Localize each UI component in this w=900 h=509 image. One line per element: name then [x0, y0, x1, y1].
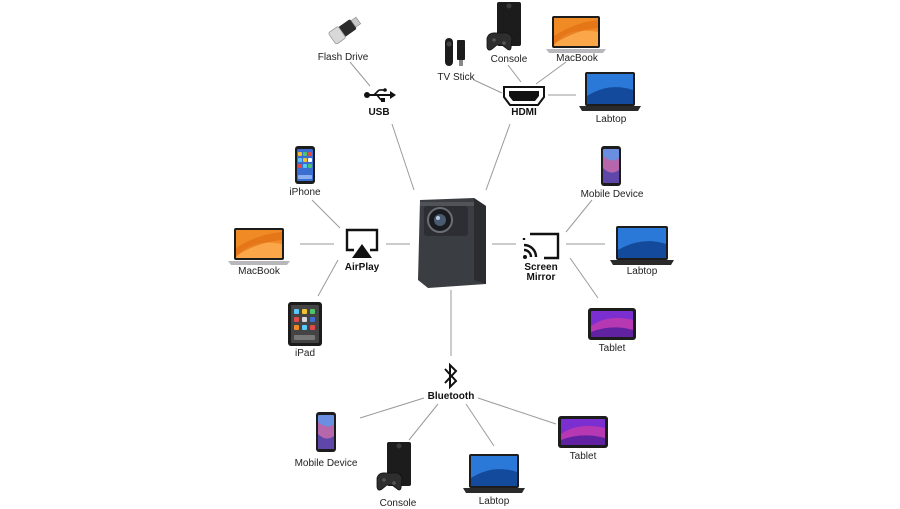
laptop-icon: [463, 454, 525, 494]
line-mirror-tablet: [569, 257, 599, 299]
line-mirror-mobile: [565, 199, 593, 233]
mobile-device-icon: [316, 412, 336, 452]
line-bt-laptop: [465, 403, 495, 447]
device-label: iPad: [294, 348, 316, 359]
ipad-icon: [286, 302, 324, 346]
bluetooth-label: Bluetooth: [427, 391, 475, 402]
device-label: Console: [490, 54, 528, 65]
device-label: Tablet: [598, 343, 626, 354]
device-label: Mobile Device: [580, 189, 644, 200]
tv-stick-icon: [442, 36, 468, 70]
device-label: Labtop: [626, 266, 658, 277]
line-airplay-ipad: [317, 259, 339, 297]
line-usb-flash: [349, 61, 371, 87]
line-bt-tablet: [477, 397, 557, 425]
laptop-icon: [579, 72, 641, 112]
device-label: Console: [379, 498, 417, 509]
macbook-icon: [546, 16, 606, 54]
hdmi-icon: [503, 86, 545, 106]
mobile-device-icon: [601, 146, 621, 186]
flash-drive-icon: [326, 14, 364, 48]
hdmi-label: HDMI: [511, 107, 537, 118]
airplay-icon: [344, 228, 380, 260]
device-label: Labtop: [478, 496, 510, 507]
airplay-label: AirPlay: [344, 262, 380, 273]
line-bt-console: [408, 403, 439, 441]
tablet-icon: [588, 308, 636, 340]
device-label: MacBook: [556, 53, 598, 64]
line-airplay-iphone: [311, 199, 341, 229]
device-label: MacBook: [238, 266, 280, 277]
device-label: Labtop: [595, 114, 627, 125]
tablet-icon: [558, 416, 608, 448]
line-hdmi-tvstick: [473, 79, 503, 94]
screen-mirror-label: Screen Mirror: [524, 263, 557, 283]
line-usb-projector: [391, 123, 415, 191]
device-label: TV Stick: [437, 72, 475, 83]
screen-mirror-label-line1: Screen: [524, 262, 558, 273]
device-label: Tablet: [569, 451, 597, 462]
line-bt-mobile: [359, 397, 425, 419]
usb-label: USB: [368, 107, 390, 118]
screen-mirror-icon: [522, 232, 560, 260]
device-label: iPhone: [289, 187, 321, 198]
console-icon: [485, 2, 527, 54]
line-hdmi-macbook: [535, 61, 567, 85]
device-label: Mobile Device: [294, 458, 358, 469]
usb-icon: [364, 88, 396, 102]
device-label: Flash Drive: [317, 52, 369, 63]
projector: [414, 196, 492, 290]
laptop-icon: [610, 226, 674, 266]
screen-mirror-label-line2: Mirror: [526, 272, 556, 283]
console-icon: [375, 442, 417, 494]
line-hdmi-projector: [485, 123, 511, 191]
bluetooth-icon: [442, 362, 460, 390]
macbook-icon: [228, 228, 290, 266]
iphone-icon: [294, 146, 316, 184]
line-hdmi-console: [507, 64, 522, 83]
